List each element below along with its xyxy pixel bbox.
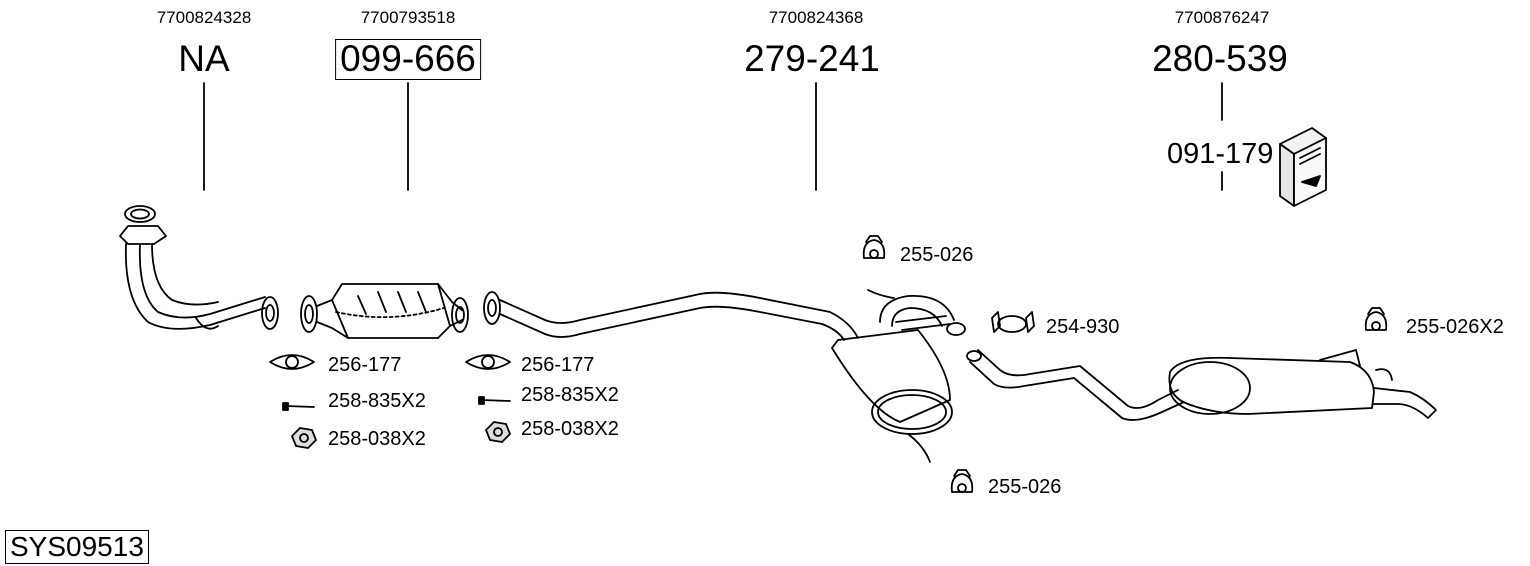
nut-icon — [291, 427, 317, 449]
middle-silencer-assembly — [483, 289, 953, 463]
part-number-middle-silencer[interactable]: 279-241 — [744, 38, 880, 79]
accessory-label-nut[interactable]: 258-038X2 — [328, 428, 426, 450]
clamp-icon — [991, 311, 1035, 333]
accessory-label-clamp[interactable]: 254-930 — [1046, 316, 1120, 338]
gasket-icon — [465, 354, 511, 370]
fitting-kit-box-icon — [1279, 127, 1327, 207]
nut-icon — [485, 421, 511, 443]
part-number-rear-silencer[interactable]: 280-539 — [1152, 38, 1288, 79]
part-number-front-pipe[interactable]: NA — [178, 38, 230, 79]
accessory-label-hanger[interactable]: 255-026 — [900, 244, 974, 266]
part-number-fitting-kit[interactable]: 091-179 — [1167, 138, 1274, 170]
bolt-icon — [478, 396, 511, 405]
rubber-hanger-icon — [1364, 307, 1388, 331]
accessory-label-hanger[interactable]: 255-026X2 — [1406, 316, 1504, 338]
catalytic-converter — [300, 283, 469, 339]
accessory-label-gasket[interactable]: 256-177 — [521, 354, 595, 376]
accessory-label-hanger[interactable]: 255-026 — [988, 476, 1062, 498]
rear-silencer-assembly — [966, 349, 1437, 421]
oem-number-na: 7700824328 — [156, 8, 252, 27]
system-id-label: SYS09513 — [5, 530, 149, 565]
rubber-hanger-icon — [950, 469, 974, 493]
oem-number-280-539: 7700876247 — [1174, 8, 1270, 27]
bolt-icon — [282, 402, 315, 411]
intermediate-bend-pipe — [879, 295, 966, 336]
oem-number-099-666: 7700793518 — [360, 8, 456, 27]
part-number-catalyst[interactable]: 099-666 — [335, 39, 481, 80]
accessory-label-bolt[interactable]: 258-835X2 — [521, 384, 619, 406]
accessory-label-bolt[interactable]: 258-835X2 — [328, 390, 426, 412]
front-downpipe — [119, 205, 279, 330]
oem-number-279-241: 7700824368 — [768, 8, 864, 27]
accessory-label-nut[interactable]: 258-038X2 — [521, 418, 619, 440]
rubber-hanger-icon — [862, 235, 886, 259]
gasket-icon — [269, 354, 315, 370]
accessory-label-gasket[interactable]: 256-177 — [328, 354, 402, 376]
